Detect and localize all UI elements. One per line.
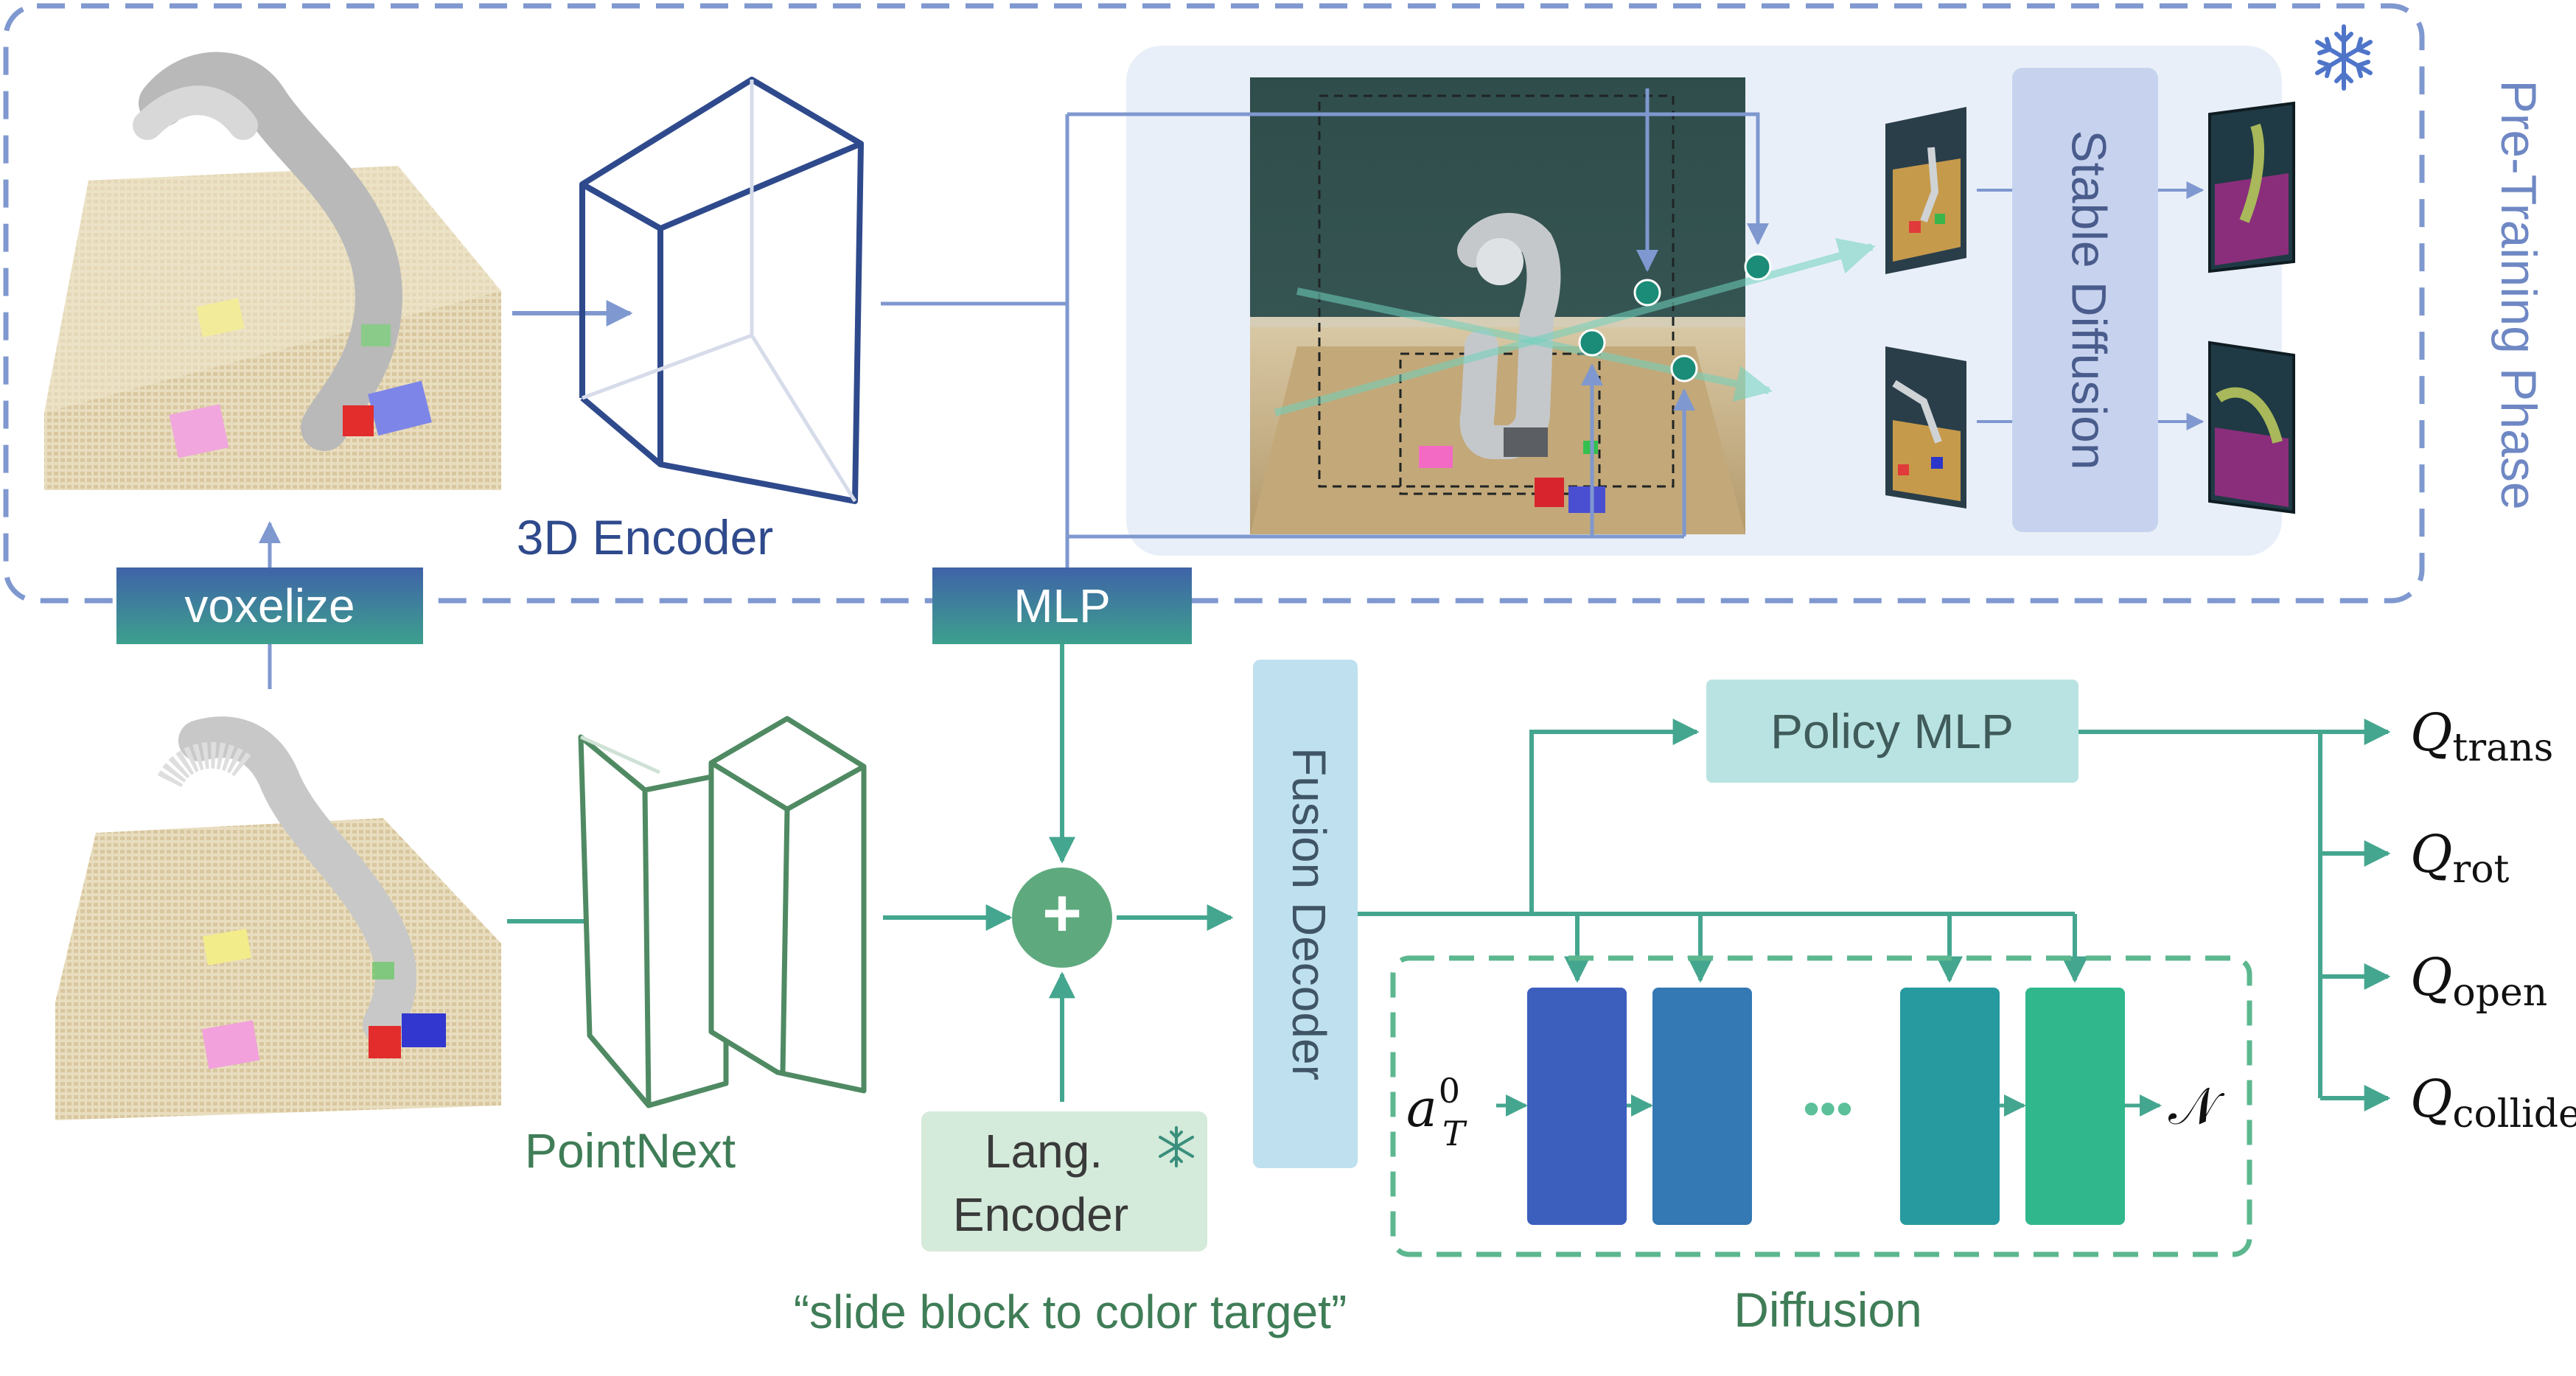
diffusion-region — [1390, 955, 2252, 1257]
output-connectors — [2078, 719, 2391, 1111]
diffusion-label: Diffusion — [1734, 1282, 1922, 1337]
feature-map-top-image — [2208, 101, 2295, 273]
svg-text:Qopen: Qopen — [2410, 947, 2547, 1015]
svg-text:Qrot: Qrot — [2410, 824, 2510, 892]
voxelize-label: voxelize — [184, 579, 355, 632]
diffusion-block-4 — [2025, 988, 2125, 1225]
pretraining-region — [3, 3, 2425, 604]
output-q-trans-sub: trans — [2452, 726, 2553, 770]
instruction-text: “slide block to color target” — [794, 1285, 1347, 1338]
mlp-box — [932, 567, 1192, 644]
rendered-view-bottom-image — [1885, 346, 1966, 509]
lang-encoder-label-line1: Lang. — [985, 1125, 1103, 1178]
fusion-decoder-box — [1253, 660, 1358, 1168]
fusion-output-connectors — [1358, 719, 2088, 983]
output-q-open-symbol: Q — [2410, 947, 2452, 1007]
stable-diffusion-label: Stable Diffusion — [2062, 130, 2117, 469]
diffusion-noise-label: 𝒩 — [2168, 1078, 2225, 1135]
stable-diffusion-box — [2012, 68, 2158, 532]
output-q-open-sub: open — [2452, 971, 2547, 1015]
output-q-collide-symbol: Q — [2410, 1069, 2452, 1129]
output-q-trans-symbol: Q — [2410, 702, 2452, 763]
sum-symbol: + — [1042, 876, 1082, 951]
diffusion-ellipsis: ••• — [1803, 1082, 1852, 1135]
voxelize-box — [116, 567, 423, 644]
3d-encoder-label: 3D Encoder — [517, 510, 774, 565]
output-q-rot-sub: rot — [2452, 848, 2509, 892]
policy-mlp-box — [1706, 680, 2078, 783]
output-q-collide-sub: collide — [2452, 1092, 2576, 1136]
frozen-snowflake-icon — [2315, 24, 2373, 91]
robot-scene-image — [1250, 77, 1876, 534]
lang-encoder-box — [921, 1111, 1207, 1251]
3d-encoder-shape — [579, 77, 864, 504]
svg-text:Qtrans: Qtrans — [2410, 702, 2553, 770]
diffusion-block-1 — [1527, 988, 1627, 1225]
diffusion-block-3 — [1900, 988, 2000, 1225]
policy-mlp-label: Policy MLP — [1770, 704, 2014, 758]
mlp-label: MLP — [1013, 579, 1111, 632]
pointnext-label: PointNext — [525, 1123, 736, 1178]
output-q-rot-symbol: Q — [2410, 824, 2452, 884]
fusion-decoder-label: Fusion Decoder — [1282, 747, 1336, 1080]
diffusion-block-2 — [1652, 988, 1752, 1225]
pretraining-phase-label: Pre-Training Phase — [2491, 80, 2547, 509]
feature-map-bottom-image — [2208, 340, 2295, 514]
lang-frozen-snowflake-icon — [1159, 1126, 1194, 1167]
output-q-open: Qopen — [2410, 947, 2547, 1015]
feature-injection-arrows — [1067, 88, 1769, 539]
output-q-collide: Qcollide — [2410, 1069, 2576, 1136]
point-cloud-image — [55, 716, 501, 1120]
svg-text:Qcollide: Qcollide — [2410, 1069, 2576, 1136]
pointnext-shape — [578, 716, 867, 1108]
output-q-rot: Qrot — [2410, 824, 2510, 892]
output-q-trans: Qtrans — [2410, 702, 2553, 770]
voxel-point-cloud-image — [44, 52, 501, 490]
lang-encoder-label-line2: Encoder — [953, 1188, 1128, 1241]
sum-node — [1012, 867, 1112, 968]
rendered-view-top-image — [1885, 107, 1966, 274]
